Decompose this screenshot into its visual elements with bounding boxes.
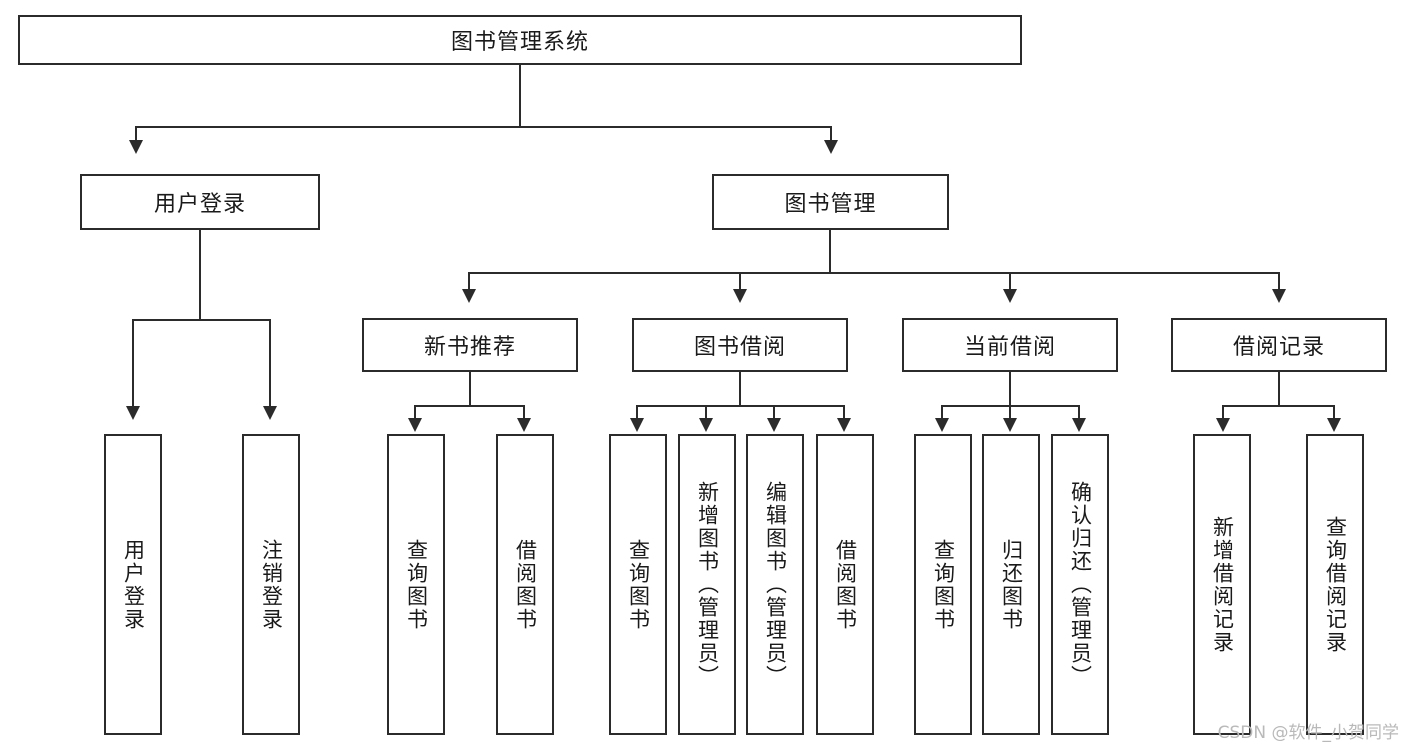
node-label: 用户登录 (121, 538, 146, 631)
connector-bookborrow-drop-1 (636, 405, 638, 420)
arrow-to-leaf-logout (263, 406, 277, 420)
node-label: 查询图书 (931, 538, 956, 631)
leaf-return-book[interactable]: 归还图书 (982, 434, 1040, 735)
connector-bookmgmt-drop-3 (1009, 272, 1011, 292)
node-book-management[interactable]: 图书管理 (712, 174, 949, 230)
arrow-to-book-manage (824, 140, 838, 154)
arrow-to-leaf-add-book (699, 418, 713, 432)
node-new-book-recommend[interactable]: 新书推荐 (362, 318, 578, 372)
node-label: 查询图书 (626, 538, 651, 631)
arrow-to-user-login (129, 140, 143, 154)
node-label: 编辑图书（管理员） (763, 481, 788, 688)
connector-bookborrow-stem (739, 372, 741, 406)
connector-borrowrecord-drop-2 (1333, 405, 1335, 420)
arrow-to-leaf-user-login (126, 406, 140, 420)
arrow-to-leaf-query-book-2 (630, 418, 644, 432)
leaf-query-book-current[interactable]: 查询图书 (914, 434, 972, 735)
connector-bookmgmt-stem (829, 230, 831, 273)
node-label: 图书借阅 (693, 335, 786, 360)
connector-root-drop-1 (135, 126, 137, 144)
node-user-login[interactable]: 用户登录 (80, 174, 320, 230)
connector-bookmgmt-drop-4 (1278, 272, 1280, 292)
connector-borrowrecord-drop-1 (1222, 405, 1224, 420)
connector-bookborrow-drop-2 (705, 405, 707, 420)
node-label: 当前借阅 (963, 335, 1056, 360)
connector-root-bus (135, 126, 832, 128)
node-label: 确认归还（管理员） (1068, 481, 1093, 688)
node-label: 新书推荐 (423, 335, 516, 360)
node-root-system[interactable]: 图书管理系统 (18, 15, 1022, 65)
node-label: 借阅图书 (513, 538, 538, 631)
connector-newbook-drop-2 (523, 405, 525, 420)
connector-newbook-drop-1 (414, 405, 416, 420)
connector-newbook-stem (469, 372, 471, 406)
arrow-to-new-book-rec (462, 289, 476, 303)
arrow-to-leaf-return-book (1003, 418, 1017, 432)
node-label: 借阅记录 (1232, 335, 1325, 360)
connector-newbook-bus (414, 405, 525, 407)
connector-bookmgmt-drop-2 (739, 272, 741, 292)
arrow-to-borrow-record (1272, 289, 1286, 303)
connector-bookmgmt-drop-1 (468, 272, 470, 292)
leaf-borrow-book-newbook[interactable]: 借阅图书 (496, 434, 554, 735)
connector-userlogin-bus (132, 319, 269, 321)
arrow-to-leaf-query-record (1327, 418, 1341, 432)
node-book-borrow[interactable]: 图书借阅 (632, 318, 848, 372)
arrow-to-current-borrow (1003, 289, 1017, 303)
leaf-user-login[interactable]: 用户登录 (104, 434, 162, 735)
node-label: 新增图书（管理员） (695, 481, 720, 688)
connector-userlogin-drop-1 (132, 319, 134, 409)
arrow-to-leaf-edit-book (767, 418, 781, 432)
watermark-text: CSDN @软件_小贺同学 (1217, 723, 1399, 743)
arrow-to-leaf-confirm-return (1072, 418, 1086, 432)
connector-bookborrow-drop-3 (773, 405, 775, 420)
connector-currentborrow-drop-2 (1009, 405, 1011, 420)
leaf-add-borrow-record[interactable]: 新增借阅记录 (1193, 434, 1251, 735)
node-borrow-record[interactable]: 借阅记录 (1171, 318, 1387, 372)
connector-root-stem (519, 65, 521, 127)
node-label: 图书管理系统 (450, 30, 589, 55)
connector-borrowrecord-stem (1278, 372, 1280, 406)
connector-borrowrecord-bus (1222, 405, 1335, 407)
node-label: 图书管理 (784, 192, 877, 217)
arrow-to-leaf-query-book-3 (935, 418, 949, 432)
node-current-borrow[interactable]: 当前借阅 (902, 318, 1118, 372)
node-label: 用户登录 (153, 192, 246, 217)
connector-root-drop-2 (830, 126, 832, 144)
node-label: 查询借阅记录 (1323, 515, 1348, 654)
leaf-add-book[interactable]: 新增图书（管理员） (678, 434, 736, 735)
leaf-edit-book[interactable]: 编辑图书（管理员） (746, 434, 804, 735)
leaf-borrow-book[interactable]: 借阅图书 (816, 434, 874, 735)
connector-bookborrow-drop-4 (843, 405, 845, 420)
arrow-to-leaf-borrow-book-2 (837, 418, 851, 432)
node-label: 借阅图书 (833, 538, 858, 631)
node-label: 查询图书 (404, 538, 429, 631)
arrow-to-book-borrow (733, 289, 747, 303)
connector-currentborrow-stem (1009, 372, 1011, 406)
leaf-confirm-return[interactable]: 确认归还（管理员） (1051, 434, 1109, 735)
leaf-query-book-newbook[interactable]: 查询图书 (387, 434, 445, 735)
leaf-query-book-borrow[interactable]: 查询图书 (609, 434, 667, 735)
leaf-logout[interactable]: 注销登录 (242, 434, 300, 735)
connector-userlogin-drop-2 (269, 319, 271, 409)
connector-bookborrow-bus (636, 405, 845, 407)
connector-bookmgmt-bus (468, 272, 1280, 274)
leaf-query-borrow-record[interactable]: 查询借阅记录 (1306, 434, 1364, 735)
node-label: 注销登录 (259, 538, 284, 631)
arrow-to-leaf-query-book-1 (408, 418, 422, 432)
connector-userlogin-stem (199, 230, 201, 320)
connector-currentborrow-drop-3 (1078, 405, 1080, 420)
arrow-to-leaf-add-record (1216, 418, 1230, 432)
node-label: 归还图书 (999, 538, 1024, 631)
connector-currentborrow-drop-1 (941, 405, 943, 420)
node-label: 新增借阅记录 (1210, 515, 1235, 654)
arrow-to-leaf-borrow-book-1 (517, 418, 531, 432)
